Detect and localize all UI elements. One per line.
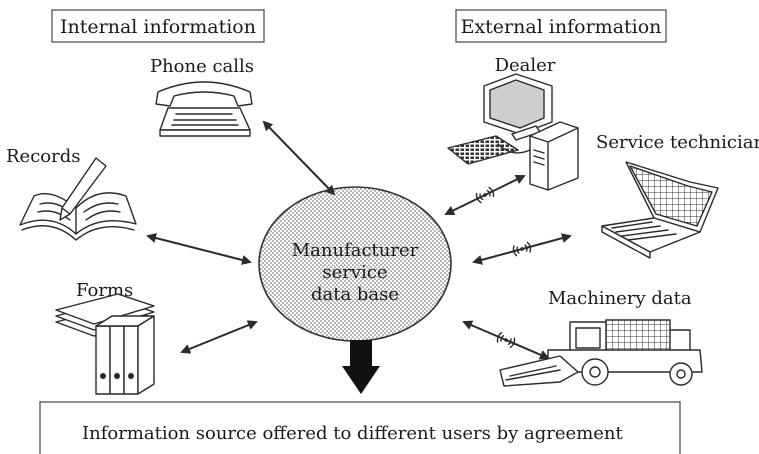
output-down-arrow xyxy=(342,340,380,394)
external-information-header: External information xyxy=(455,9,667,43)
external-information-label: External information xyxy=(461,16,662,38)
harvester-icon xyxy=(499,319,703,387)
database-line-1: Manufacturer xyxy=(292,240,419,261)
dealer-computer-icon xyxy=(447,73,579,191)
wireless-signal-icon xyxy=(496,331,516,349)
telephone-icon xyxy=(155,81,253,137)
arrow-records xyxy=(146,233,252,265)
internal-information-label: Internal information xyxy=(60,16,256,38)
records-label: Records xyxy=(6,146,81,167)
phone-calls-label: Phone calls xyxy=(150,56,254,77)
database-line-3: data base xyxy=(311,284,399,305)
machinery-data-label: Machinery data xyxy=(548,288,692,309)
information-source-box: Information source offered to different … xyxy=(39,401,681,454)
wireless-signal-icon xyxy=(512,241,532,257)
database-line-2: service xyxy=(322,262,387,283)
manufacturer-database: Manufacturer service data base xyxy=(258,186,452,342)
service-technician-label: Service technician xyxy=(596,132,759,153)
internal-information-header: Internal information xyxy=(51,9,265,43)
laptop-icon xyxy=(601,161,719,259)
wireless-signal-icon xyxy=(475,186,495,204)
dealer-label: Dealer xyxy=(495,55,556,76)
arrow-forms xyxy=(180,320,258,354)
information-source-label: Information source offered to different … xyxy=(82,423,624,444)
forms-icon xyxy=(55,293,155,395)
records-icon xyxy=(19,157,137,241)
arrow-phone-calls xyxy=(262,120,336,196)
